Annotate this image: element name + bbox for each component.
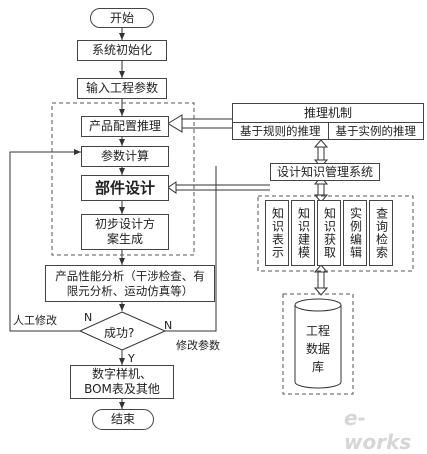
eworks-watermark: e-works <box>344 406 412 454</box>
connector-layer <box>9 27 414 409</box>
reasoning-panel: 推理机制 基于规则的推理 基于实例的推理 <box>232 103 424 140</box>
reasoning-title: 推理机制 <box>233 104 423 123</box>
module-case-editing: 实例编辑 <box>343 200 367 266</box>
module-knowledge-representation: 知识表示 <box>265 200 289 266</box>
arrowhead-config <box>167 114 183 133</box>
database-frame <box>282 293 354 395</box>
part-design-step: 部件设计 <box>81 175 169 201</box>
engineering-database-label: 工程数据库 <box>305 324 330 374</box>
config-reasoning-step: 产品配置推理 <box>81 116 169 137</box>
loop-modify-params <box>165 166 217 332</box>
output-step: 数字样机、BOM表及其他 <box>70 365 174 399</box>
decision-diamond <box>78 311 167 351</box>
database-cylinder <box>294 298 342 389</box>
manual-modify-label: 人工修改 <box>13 314 57 327</box>
loop-manual-modify <box>9 149 81 332</box>
module-knowledge-acquisition: 知识获取 <box>317 200 341 266</box>
module-query-retrieval: 查询检索 <box>369 200 393 266</box>
knowledge-system-box: 设计知识管理系统 <box>270 163 380 181</box>
module-knowledge-modeling: 知识建模 <box>291 200 315 266</box>
rule-based-reasoning: 基于规则的推理 <box>233 123 329 140</box>
input-params-step: 输入工程参数 <box>77 78 167 99</box>
modify-params-label: 修改参数 <box>176 339 220 352</box>
system-init-step: 系统初始化 <box>77 40 167 61</box>
knowledge-modules-frame <box>257 195 414 272</box>
end-node: 结束 <box>92 409 154 430</box>
design-process-frame <box>51 102 195 256</box>
case-based-reasoning: 基于实例的推理 <box>335 124 417 138</box>
start-node: 开始 <box>90 8 154 28</box>
prelim-scheme-step: 初步设计方案生成 <box>81 214 169 250</box>
param-calc-step: 参数计算 <box>81 146 169 167</box>
decision-label: 成功? <box>104 326 135 340</box>
no-left-label: N <box>84 311 93 324</box>
performance-analysis-step: 产品性能分析（干涉检查、有限元分析、运动仿真等） <box>45 265 215 302</box>
yes-label: Y <box>128 352 135 365</box>
no-right-label: N <box>164 319 173 332</box>
